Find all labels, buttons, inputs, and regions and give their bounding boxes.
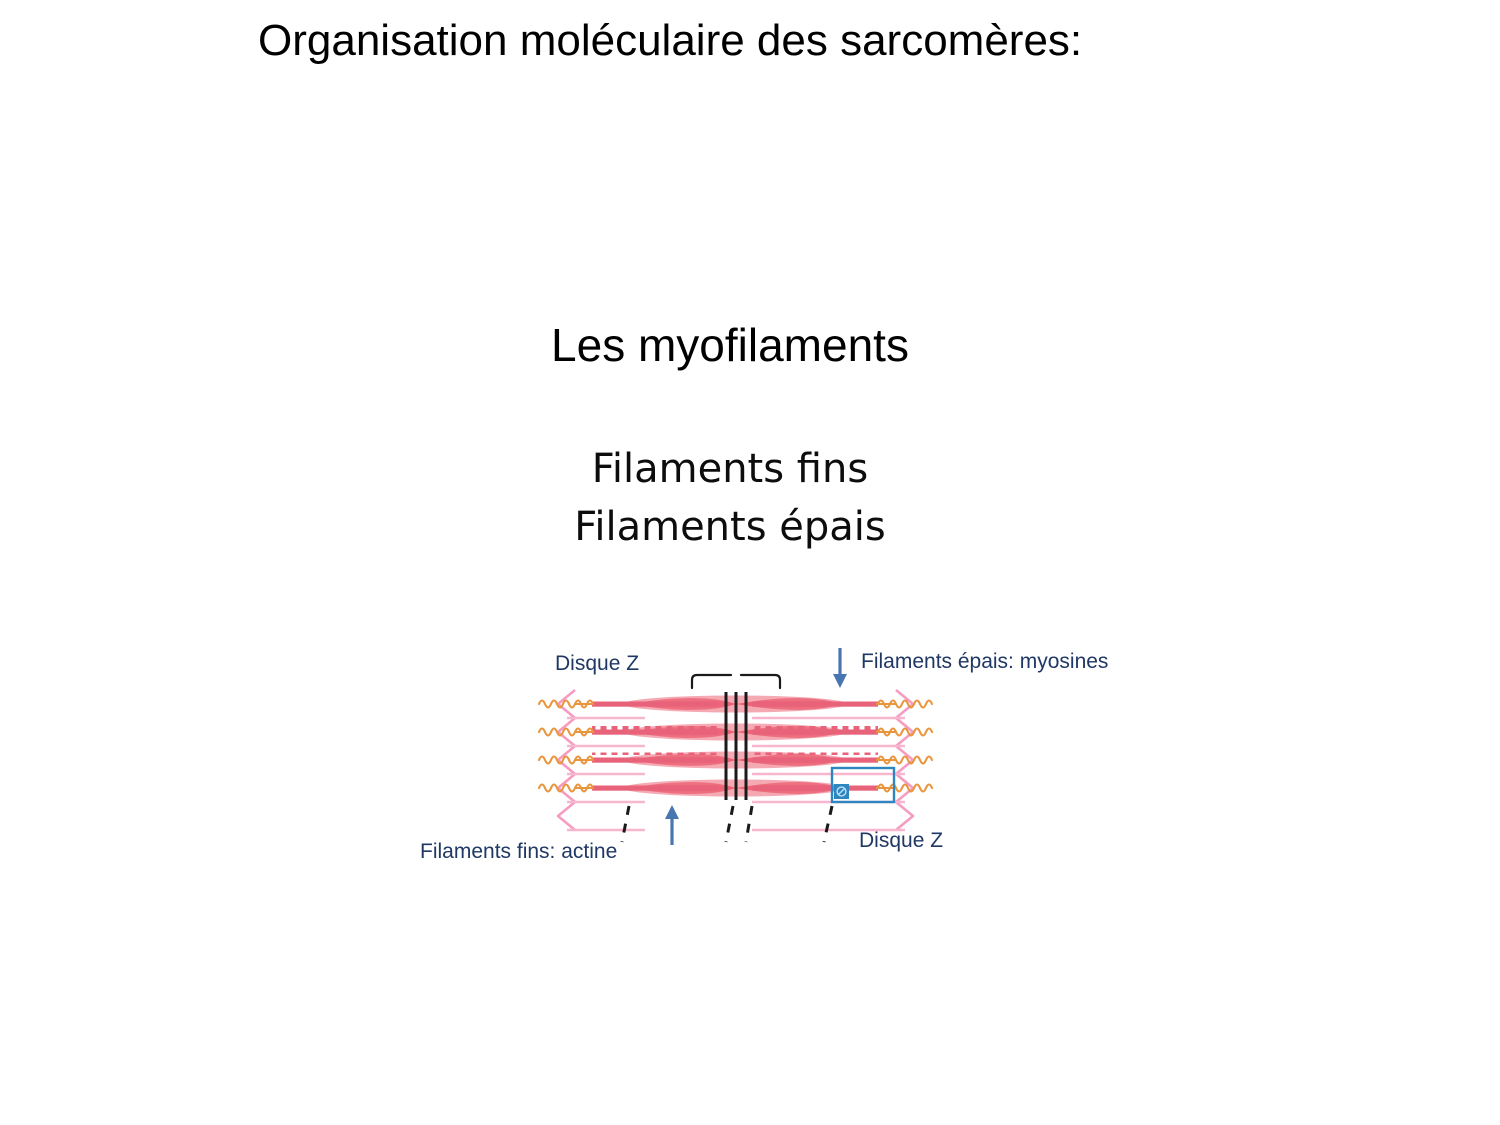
m-band-bracket — [690, 673, 782, 690]
thin-filament-arrow-icon — [665, 805, 679, 845]
myofibril-row — [537, 723, 934, 748]
z-disc-right — [894, 688, 915, 832]
sarcomere-figure: Disque Z Filaments épais: myosines Filam… — [400, 630, 1190, 880]
m-line-group — [724, 692, 748, 800]
label-z-disc-bottom: Disque Z — [859, 829, 943, 852]
section-heading: Les myofilaments — [551, 319, 909, 371]
label-z-disc-top: Disque Z — [555, 652, 639, 675]
media-selection-box[interactable] — [830, 766, 896, 804]
subheading-list: Filaments fins Filaments épais — [0, 440, 1460, 556]
sarcomere-body — [537, 673, 934, 843]
label-thin-filaments: Filaments fins: actine — [420, 840, 617, 863]
myofibril-row — [537, 779, 934, 804]
subheading-thin-filaments: Filaments fins — [591, 446, 869, 492]
subheading-thick-filaments: Filaments épais — [574, 504, 886, 550]
myofibril-row — [537, 695, 934, 720]
sarcomere-diagram-svg: Disque Z Filaments épais: myosines Filam… — [420, 648, 1108, 863]
page-title: Organisation moléculaire des sarcomères: — [258, 16, 1083, 65]
leader-lines — [620, 805, 834, 843]
thick-filament-arrow-icon — [833, 648, 847, 688]
label-thick-filaments: Filaments épais: myosines — [861, 650, 1108, 673]
z-disc-left — [556, 688, 577, 832]
